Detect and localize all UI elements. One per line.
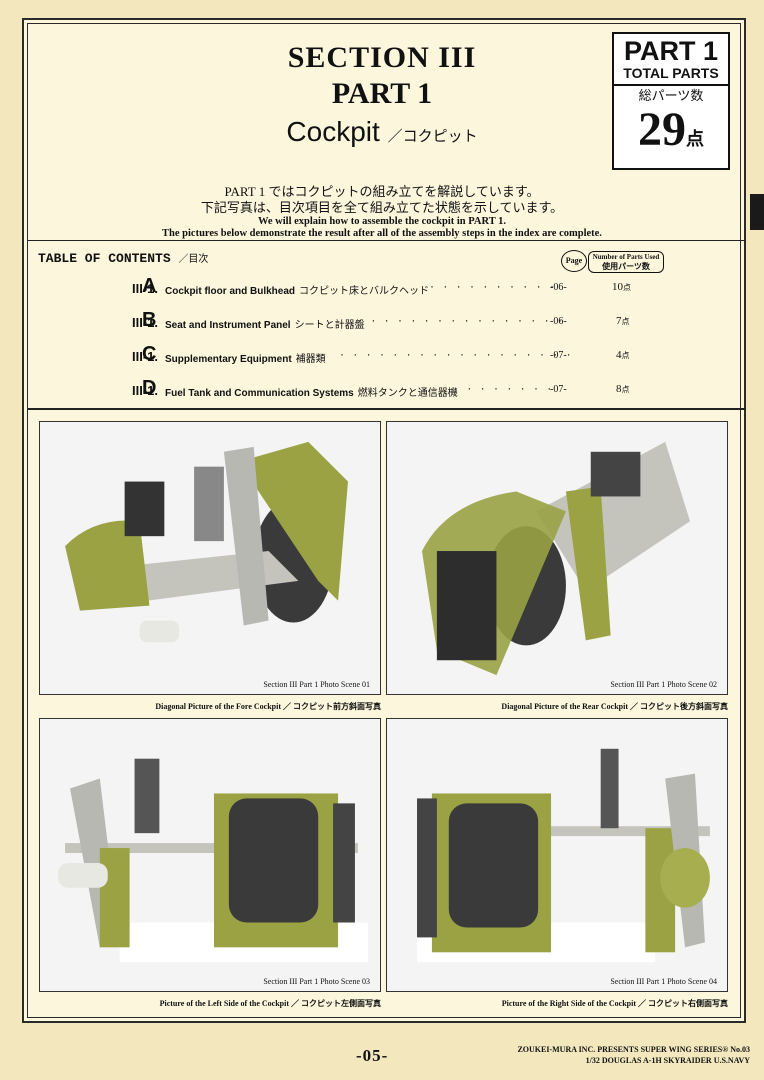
footer-page-number: -05- bbox=[356, 1046, 389, 1065]
toc-top-rule bbox=[28, 240, 746, 241]
toc-leader-dots: · · · · · · · · · · bbox=[430, 279, 557, 293]
toc-item-page: -07- bbox=[550, 350, 567, 361]
toc-item-title-en: Supplementary Equipment bbox=[165, 354, 292, 365]
toc-item-title-jp: コクピット床とバルクヘッド bbox=[299, 286, 430, 297]
toc-item-d[interactable]: III-1. D Fuel Tank and Communication Sys… bbox=[132, 377, 652, 402]
toc-item-code: III-1. bbox=[132, 383, 159, 398]
intro-jp-line2: 下記写真は、目次項目を全て組み立てた状態を示しています。 bbox=[200, 200, 564, 215]
toc-item-count-num: 8 bbox=[616, 383, 622, 395]
photo-scene-label: Section III Part 1 Photo Scene 03 bbox=[263, 977, 370, 986]
toc-item-code: III-1. bbox=[132, 349, 159, 364]
toc-item-code: III-1. bbox=[132, 315, 159, 330]
toc-item-count-unit: 点 bbox=[623, 283, 631, 292]
toc-title-en: TABLE OF CONTENTS bbox=[38, 251, 171, 266]
toc-item-count-num: 7 bbox=[616, 315, 622, 327]
parts-column-badge: Number of Parts Used 使用パーツ数 bbox=[588, 251, 664, 273]
intro-en-line1: We will explain how to assemble the cock… bbox=[257, 216, 507, 227]
subtitle-en: Cockpit bbox=[286, 116, 380, 147]
cockpit-fore-illustration bbox=[65, 441, 348, 643]
toc-item-title-en: Fuel Tank and Communication Systems bbox=[165, 388, 354, 399]
part-title: PART 1 bbox=[331, 77, 433, 110]
photo-scene-03: Section III Part 1 Photo Scene 03 bbox=[39, 718, 381, 992]
photo-scene-04: Section III Part 1 Photo Scene 04 bbox=[386, 718, 728, 992]
page-column-badge: Page bbox=[561, 250, 587, 272]
toc-item-code: III-1. bbox=[132, 281, 159, 296]
photo-scene-label: Section III Part 1 Photo Scene 01 bbox=[263, 680, 370, 689]
toc-item-letter: A bbox=[142, 275, 157, 297]
intro-text: PART 1 ではコクピットの組み立てを解説しています。 下記写真は、目次項目を… bbox=[100, 184, 664, 240]
toc-leader-dots: · · · · · · · · bbox=[454, 381, 555, 395]
toc-item-page: -06- bbox=[550, 316, 567, 327]
parts-badge-en: Number of Parts Used bbox=[592, 253, 660, 261]
cockpit-right-illustration bbox=[417, 748, 710, 963]
toc-item-page: -06- bbox=[550, 282, 567, 293]
footer-model-line: 1/32 DOUGLAS A-1H SKYRAIDER U.S.NAVY bbox=[585, 1056, 750, 1065]
intro-jp-line1: PART 1 ではコクピットの組み立てを解説しています。 bbox=[224, 184, 540, 199]
toc-item-count: 10点 bbox=[612, 281, 631, 293]
toc-title: TABLE OF CONTENTS ／目次 bbox=[38, 250, 208, 266]
total-parts-label: TOTAL PARTS bbox=[614, 66, 728, 86]
photo-caption: Picture of the Right Side of the Cockpit… bbox=[501, 999, 728, 1008]
toc-item-count-unit: 点 bbox=[621, 351, 630, 360]
photo-caption: Picture of the Left Side of the Cockpit … bbox=[159, 999, 381, 1008]
toc-item-title-jp: シートと計器盤 bbox=[294, 320, 365, 331]
cockpit-rear-illustration bbox=[421, 441, 691, 676]
intro-en-line2: The pictures below demonstrate the resul… bbox=[162, 228, 602, 239]
toc-item-count-num: 10 bbox=[612, 281, 623, 293]
toc-item-title-jp: 補器類 bbox=[295, 354, 326, 365]
photo-scene-label: Section III Part 1 Photo Scene 02 bbox=[610, 680, 717, 689]
toc-item-letter: C bbox=[142, 343, 157, 365]
toc-leader-dots: · · · · · · · · · · · · · · · · bbox=[358, 313, 565, 327]
photo-scene-label: Section III Part 1 Photo Scene 04 bbox=[610, 977, 717, 986]
toc-item-count: 8点 bbox=[616, 383, 630, 395]
toc-item-count-unit: 点 bbox=[621, 317, 630, 326]
total-parts-unit: 点 bbox=[686, 129, 704, 149]
toc-bottom-rule bbox=[28, 408, 746, 410]
footer-publisher-line: ZOUKEI-MURA INC. PRESENTS SUPER WING SER… bbox=[517, 1045, 750, 1054]
section-title: SECTION III bbox=[287, 41, 477, 74]
toc-item-letter: B bbox=[142, 309, 157, 331]
toc-item-count: 7点 bbox=[616, 315, 630, 327]
photo-scene-02: Section III Part 1 Photo Scene 02 bbox=[386, 421, 728, 695]
section-tab-marker bbox=[750, 194, 764, 230]
toc-title-jp: ／目次 bbox=[178, 254, 209, 265]
total-parts-count: 29 bbox=[638, 103, 686, 156]
toc-item-page: -07- bbox=[550, 384, 567, 395]
cockpit-left-illustration bbox=[58, 758, 368, 963]
photo-scene-01: Section III Part 1 Photo Scene 01 bbox=[39, 421, 381, 695]
photo-caption: Diagonal Picture of the Fore Cockpit ／ コ… bbox=[155, 702, 381, 711]
toc-item-count-num: 4 bbox=[616, 349, 622, 361]
part-subtitle: Cockpit ／コクピット bbox=[0, 112, 764, 157]
total-part-label: PART 1 bbox=[623, 36, 718, 66]
toc-item-title-en: Cockpit floor and Bulkhead bbox=[165, 286, 296, 297]
photo-caption: Diagonal Picture of the Rear Cockpit ／ コ… bbox=[501, 702, 728, 711]
total-parts-jp-label: 総パーツ数 bbox=[638, 88, 704, 103]
toc-item-title-jp: 燃料タンクと通信器機 bbox=[357, 388, 458, 399]
toc-item-count: 4点 bbox=[616, 349, 630, 361]
toc-item-title-en: Seat and Instrument Panel bbox=[165, 320, 291, 331]
page-header: SECTION III PART 1 Cockpit ／コクピット bbox=[0, 40, 764, 157]
page-inner-frame bbox=[27, 23, 741, 1018]
subtitle-jp: ／コクピット bbox=[387, 128, 478, 145]
parts-badge-jp: 使用パーツ数 bbox=[602, 262, 650, 271]
total-parts-box: PART 1 TOTAL PARTS 総パーツ数 29点 bbox=[612, 32, 730, 170]
toc-leader-dots: · · · · · · · · · · · · · · · · · · bbox=[340, 347, 574, 361]
toc-item-count-unit: 点 bbox=[621, 385, 630, 394]
toc-item-letter: D bbox=[142, 377, 157, 399]
